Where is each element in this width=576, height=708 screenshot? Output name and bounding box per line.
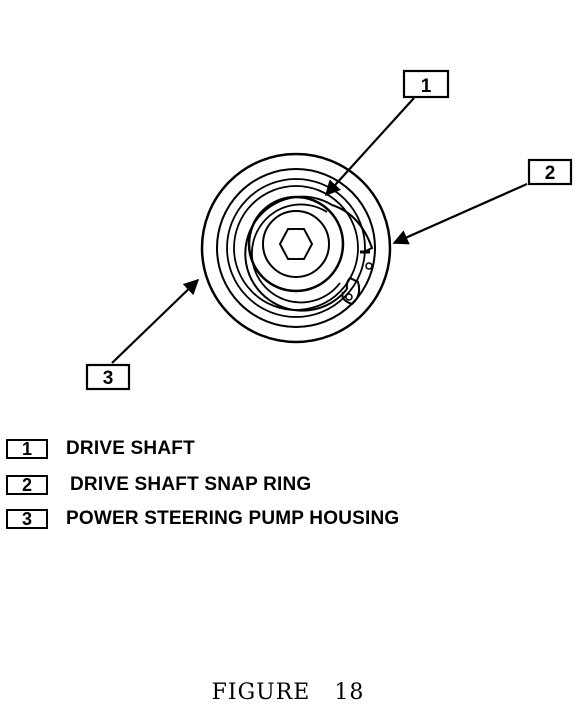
leader-line-2 [392,182,528,245]
legend-number-box: 3 [6,509,48,529]
callout-3-number: 3 [103,368,114,389]
legend-row-3: 3 POWER STEERING PUMP HOUSING [6,507,399,531]
figure-caption-number: 18 [334,680,365,705]
callout-1: 1 [402,69,450,99]
legend-label: DRIVE SHAFT SNAP RING [70,474,312,495]
figure-caption-word: FIGURE [211,680,311,705]
leader-line-3 [111,278,200,364]
housing-outer-ring [200,152,392,344]
legend-number-box: 2 [6,475,48,495]
leader-line-1 [324,97,415,197]
drive-shaft-inner [262,210,330,278]
legend-label: POWER STEERING PUMP HOUSING [66,508,400,529]
power-steering-pump-housing [200,152,392,344]
legend-row-1: 1 DRIVE SHAFT [6,437,195,461]
callout-3: 3 [85,363,131,391]
callout-2: 2 [527,158,573,186]
drive-shaft-outer [247,195,345,293]
drive-shaft [247,195,345,293]
legend-label: DRIVE SHAFT [66,438,195,459]
legend-number-box: 1 [6,439,48,459]
snap-ring-hole-upper [365,262,373,270]
snap-ring-hole-lower [345,293,353,301]
figure-caption: FIGURE 18 [0,680,576,705]
housing-inner-ring [216,168,376,328]
hex-socket [278,228,314,260]
legend-row-2: 2 DRIVE SHAFT SNAP RING [6,473,311,497]
callout-1-number: 1 [421,76,432,97]
callout-2-number: 2 [545,163,556,184]
bearing-ring-outer [226,178,366,318]
